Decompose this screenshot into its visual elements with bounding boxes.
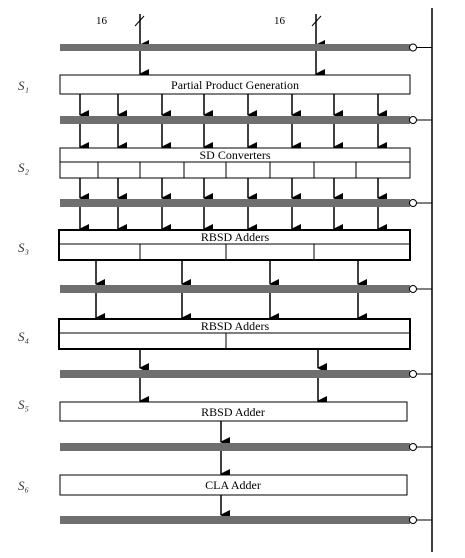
sd-converter-cell-dividers — [97, 162, 357, 178]
pipeline-register-3 — [60, 285, 432, 293]
register-clock-bubble — [409, 516, 417, 524]
register-bar — [60, 116, 410, 124]
register-bar — [60, 370, 410, 378]
pipeline-register-2 — [60, 199, 432, 207]
pipeline-register-0 — [60, 43, 432, 52]
reg3-to-rbsd2-arrows — [95, 293, 367, 323]
input-width-label-left: 16 — [96, 15, 108, 27]
rbsd1-output-arrows — [95, 260, 367, 289]
register-bar — [60, 44, 410, 51]
pipeline-register-6 — [60, 516, 432, 524]
input-width-label-right: 16 — [274, 15, 286, 27]
register-bar — [60, 199, 410, 207]
partial-product-generation-label: Partial Product Generation — [171, 78, 299, 92]
pipeline-register-4 — [60, 370, 432, 378]
stage-label-s4: S₄ — [18, 329, 30, 344]
stage-label-s1: S₁ — [18, 78, 29, 93]
sd-output-arrows — [79, 178, 387, 203]
register-clock-bubble — [409, 43, 417, 52]
register-bar — [60, 285, 410, 293]
rbsd-adders-block-stage3 — [58, 229, 411, 261]
ppg-output-arrows — [79, 94, 387, 120]
pipeline-register-1 — [60, 116, 432, 124]
stage-label-s2: S₂ — [18, 160, 30, 175]
pipeline-register-5 — [60, 443, 432, 451]
partial-product-generation-block — [59, 74, 411, 95]
register-clock-bubble — [409, 370, 417, 378]
rbsd-adder-block-stage5 — [59, 401, 408, 422]
sd-converters-label: SD Converters — [200, 148, 271, 162]
register-clock-bubble — [409, 285, 417, 293]
register-clock-bubble — [409, 443, 417, 451]
reg2-to-rbsd1-arrows — [79, 207, 387, 234]
stage-label-s3: S₃ — [18, 240, 29, 255]
stage-label-s5: S₅ — [18, 397, 29, 412]
cla-adder-label: CLA Adder — [205, 478, 261, 492]
sd-converters-block — [59, 147, 411, 179]
rbsd-adder-stage5-label: RBSD Adder — [201, 405, 265, 419]
rbsd-adders-block-stage4 — [58, 318, 411, 350]
stage-label-s6: S₆ — [18, 478, 29, 493]
register-bar — [60, 443, 410, 451]
register-clock-bubble — [409, 199, 417, 207]
register-bar — [60, 516, 410, 524]
rbsd-adders-stage4-label: RBSD Adders — [201, 319, 270, 333]
register-clock-bubble — [409, 116, 417, 124]
rbsd-adders-stage3-label: RBSD Adders — [201, 230, 270, 244]
cla-adder-block — [59, 474, 408, 496]
reg1-to-sd-arrows — [79, 124, 387, 152]
